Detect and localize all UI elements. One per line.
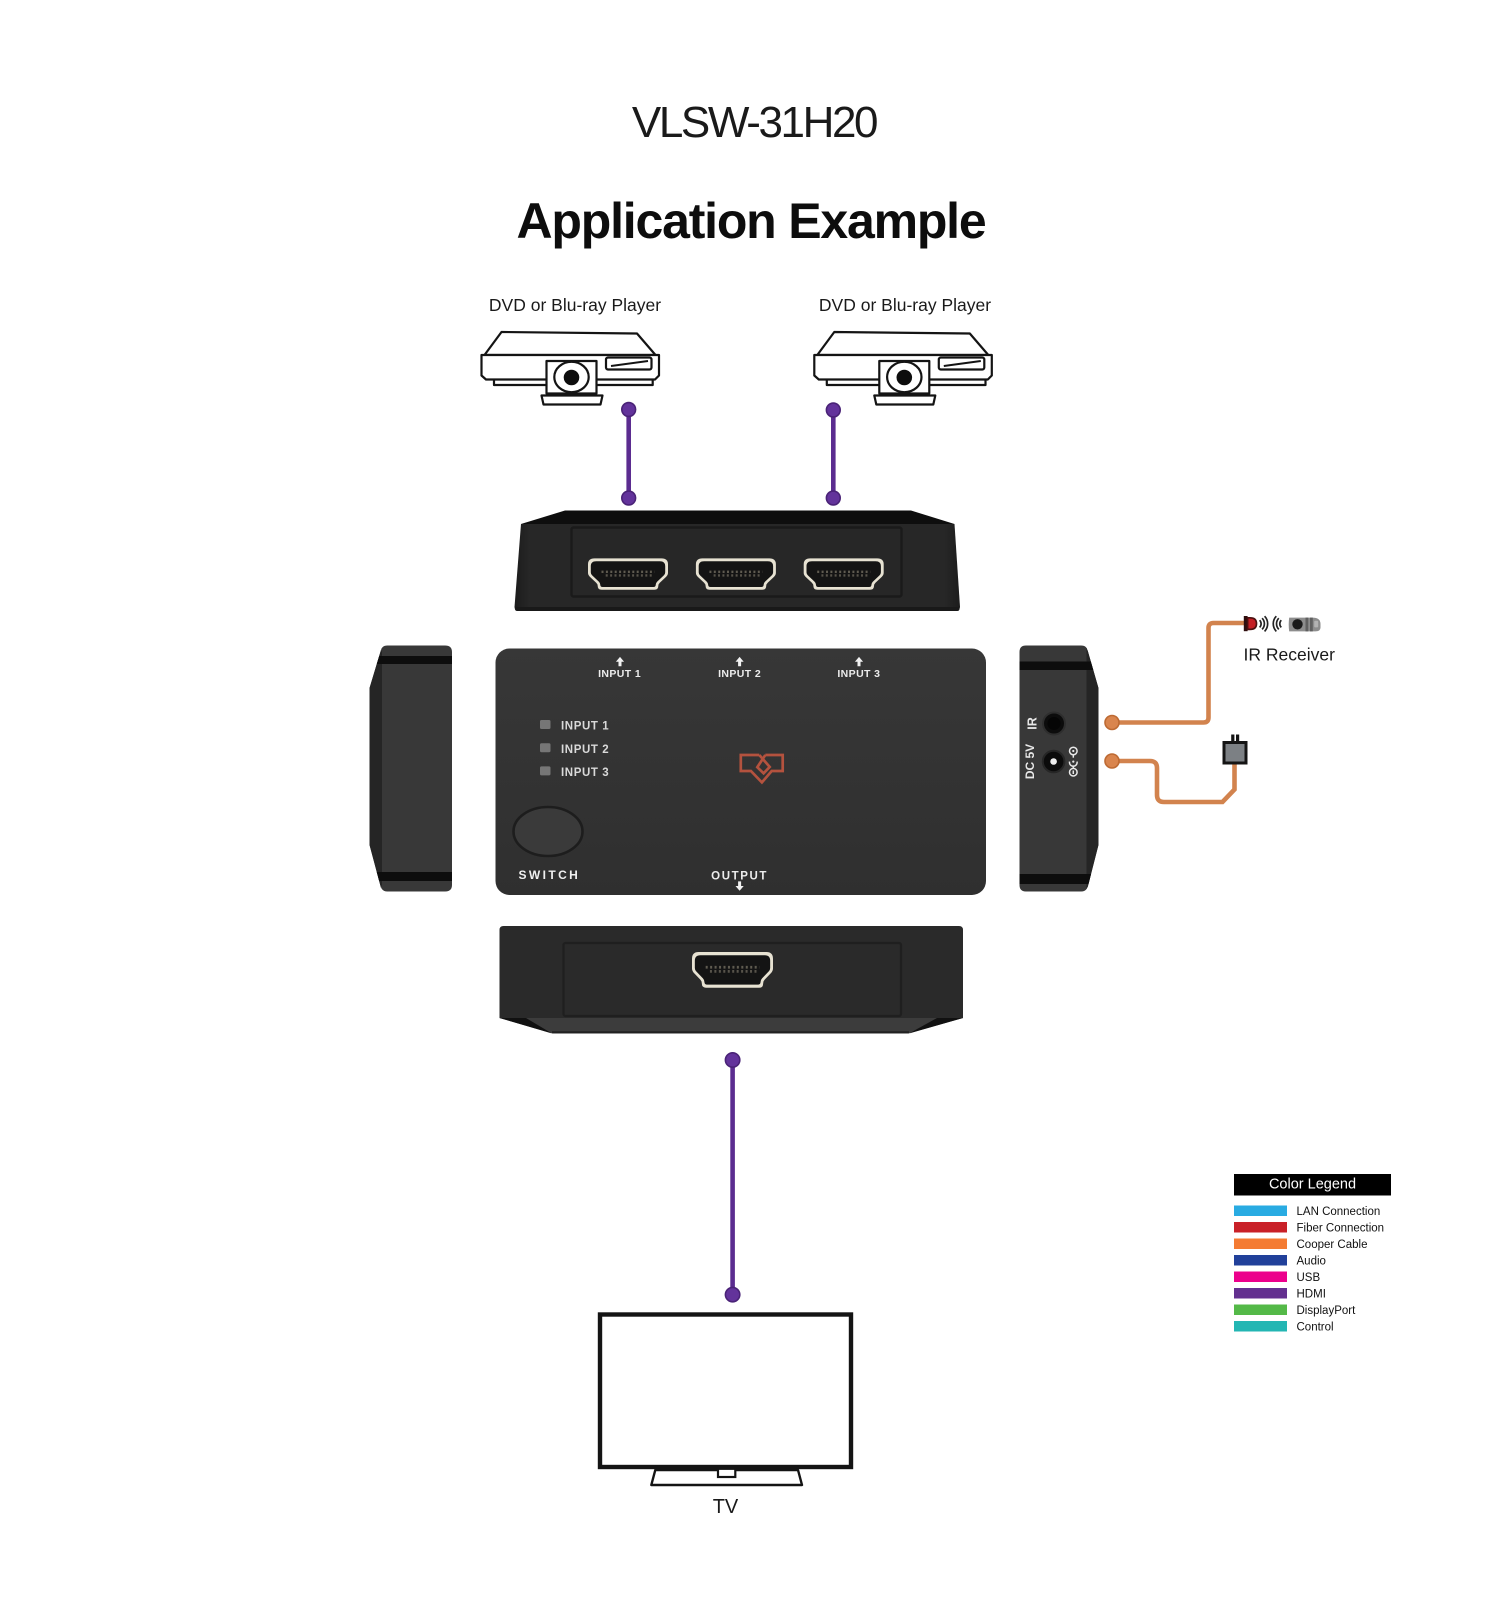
svg-text:SWITCH: SWITCH [519, 868, 581, 882]
svg-text:DVD or Blu-ray Player: DVD or Blu-ray Player [819, 295, 991, 315]
svg-text:DC 5V: DC 5V [1023, 744, 1037, 779]
svg-text:Color Legend: Color Legend [1269, 1177, 1356, 1193]
svg-text:INPUT 1: INPUT 1 [561, 721, 609, 733]
svg-text:IR Receiver: IR Receiver [1244, 645, 1336, 665]
svg-text:Application Example: Application Example [517, 193, 986, 249]
svg-text:DisplayPort: DisplayPort [1297, 1305, 1357, 1317]
svg-text:IR: IR [1026, 717, 1040, 730]
svg-text:Fiber Connection: Fiber Connection [1297, 1222, 1385, 1234]
svg-text:LAN Connection: LAN Connection [1297, 1206, 1381, 1218]
svg-text:DVD or Blu-ray Player: DVD or Blu-ray Player [489, 295, 661, 315]
svg-text:Audio: Audio [1297, 1255, 1326, 1267]
svg-text:OUTPUT: OUTPUT [711, 871, 768, 883]
svg-text:TV: TV [713, 1496, 739, 1518]
svg-text:VLSW-31H20: VLSW-31H20 [632, 98, 877, 147]
svg-text:INPUT 1: INPUT 1 [598, 668, 641, 680]
svg-text:INPUT 2: INPUT 2 [718, 668, 761, 680]
svg-text:Cooper Cable: Cooper Cable [1297, 1239, 1368, 1251]
svg-text:INPUT 2: INPUT 2 [561, 744, 609, 756]
svg-text:INPUT 3: INPUT 3 [561, 767, 609, 779]
svg-text:INPUT 3: INPUT 3 [837, 668, 880, 680]
svg-text:USB: USB [1297, 1272, 1321, 1284]
svg-text:Control: Control [1297, 1321, 1334, 1333]
svg-text:HDMI: HDMI [1297, 1288, 1326, 1300]
